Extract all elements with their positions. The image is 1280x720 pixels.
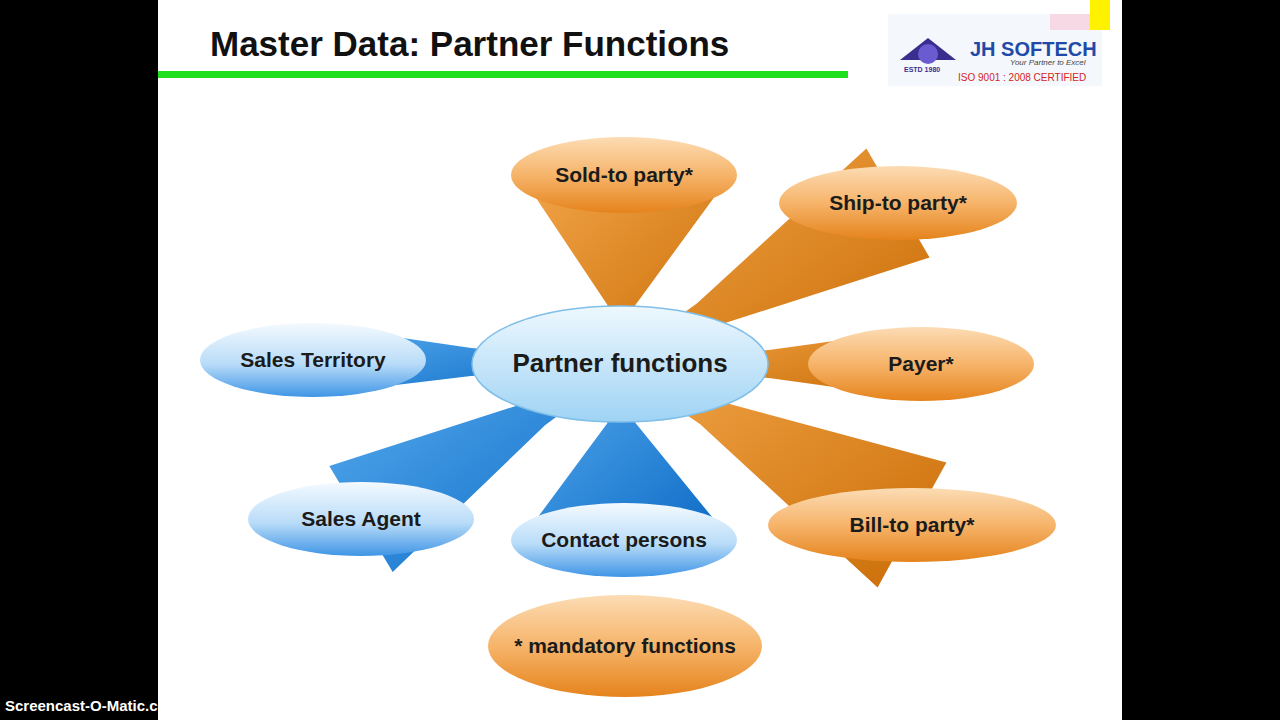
logo-established: ESTD 1980 [904, 66, 940, 73]
logo-tagline: Your Partner to Excel [1010, 58, 1086, 67]
watermark: Screencast-O-Matic.com [5, 697, 180, 714]
partner-ellipse: Payer* [807, 326, 1035, 402]
slide-title: Master Data: Partner Functions [210, 24, 729, 64]
node-text: Bill-to party* [840, 513, 985, 537]
node-text: Sold-to party* [545, 163, 703, 187]
ellipse-fill [511, 137, 737, 213]
corner-mark [1090, 0, 1110, 30]
partner-ellipse: Ship-to party* [778, 165, 1018, 241]
node-text: Sales Territory [230, 348, 396, 372]
ellipse-fill [472, 306, 768, 422]
ellipse-fill [248, 482, 474, 556]
node-text: Payer* [878, 352, 963, 376]
node-text: Contact persons [531, 528, 717, 552]
central-ellipse: Partner functions [471, 305, 769, 423]
ellipse-fill [808, 327, 1034, 401]
node-text: * mandatory functions [504, 634, 746, 658]
ellipse-fill [200, 323, 426, 397]
ellipse-fill [779, 166, 1017, 240]
node-text: Ship-to party* [819, 191, 977, 215]
note-ellipse: * mandatory functions [487, 594, 763, 698]
node-text: Partner functions [502, 349, 737, 379]
logo-name: JH SOFTECH [970, 38, 1097, 61]
logo-panel [888, 14, 1102, 86]
ellipse-fill [511, 503, 737, 577]
partner-ellipse: Sales Agent [247, 481, 475, 557]
logo-certification: ISO 9001 : 2008 CERTIFIED [958, 72, 1086, 83]
partner-ellipse: Sold-to party* [510, 136, 738, 214]
partner-ellipse: Bill-to party* [767, 487, 1057, 563]
logo-emblem [900, 38, 956, 64]
ellipse-fill [488, 595, 762, 697]
partner-ellipse: Sales Territory [199, 322, 427, 398]
ellipse-fill [768, 488, 1056, 562]
node-text: Sales Agent [291, 507, 430, 531]
logo-stripe [1050, 14, 1090, 30]
partner-ellipse: Contact persons [510, 502, 738, 578]
title-underline [158, 71, 848, 78]
